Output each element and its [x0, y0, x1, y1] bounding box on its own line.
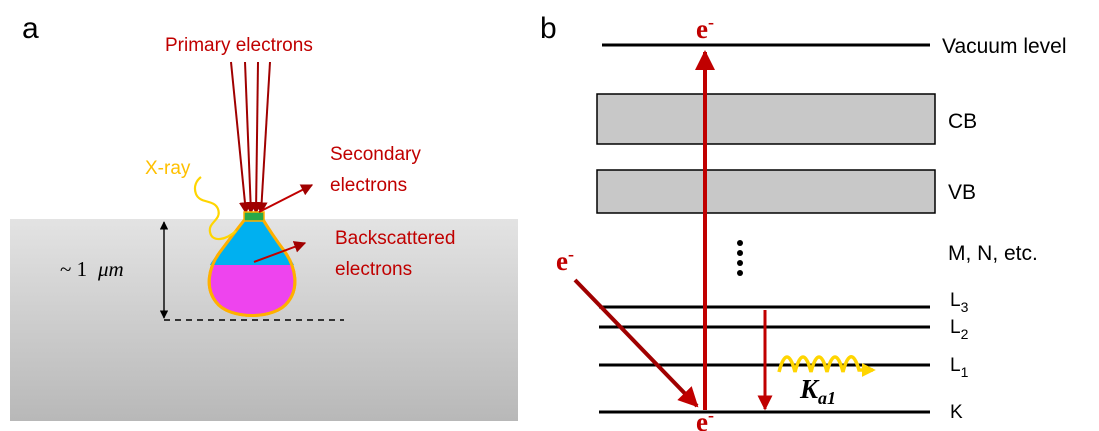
secondary-electrons-label-1: Secondary — [330, 144, 421, 165]
backscattered-electrons-arrow — [253, 241, 307, 263]
secondary-electrons-label-2: electrons — [330, 175, 407, 196]
panel-b-label: b — [540, 12, 557, 45]
primary-beam — [230, 61, 271, 215]
ellipsis-dots — [737, 240, 743, 276]
l2-label: L2 — [950, 317, 969, 342]
conduction-band — [596, 93, 936, 145]
ka1-photon-wave-icon — [777, 355, 876, 377]
vacuum-level-label: Vacuum level — [942, 35, 1067, 58]
xray-wave-icon — [193, 176, 237, 241]
backscattered-electrons-label-1: Backscattered — [335, 228, 455, 249]
panel-a: a Primary electrons Secondary electrons … — [10, 12, 518, 421]
valence-band — [596, 169, 936, 214]
electron-top-label: e- — [696, 12, 714, 44]
interaction-volume — [207, 211, 297, 317]
mn-label: M, N, etc. — [948, 242, 1038, 265]
incident-electron-arrow — [573, 278, 699, 408]
l3-label: L3 — [950, 290, 969, 315]
electron-bottom-label: e- — [696, 405, 714, 431]
depth-label: ~ 1 μm — [60, 257, 124, 281]
backscattered-electrons-label-2: electrons — [335, 259, 412, 280]
l1-label: L1 — [950, 355, 969, 380]
secondary-electrons-arrow — [258, 184, 314, 213]
xray-label: X-ray — [145, 158, 191, 179]
vb-label: VB — [948, 181, 976, 204]
panel-b: b Vacuum level CB VB M, N, etc. L3 L2 — [540, 12, 1067, 431]
ka1-label: Ka1 — [799, 374, 836, 408]
cb-label: CB — [948, 110, 977, 133]
primary-electrons-label: Primary electrons — [165, 35, 313, 56]
k-label: K — [950, 402, 963, 423]
electron-left-label: e- — [556, 244, 574, 276]
panel-a-label: a — [22, 12, 39, 45]
